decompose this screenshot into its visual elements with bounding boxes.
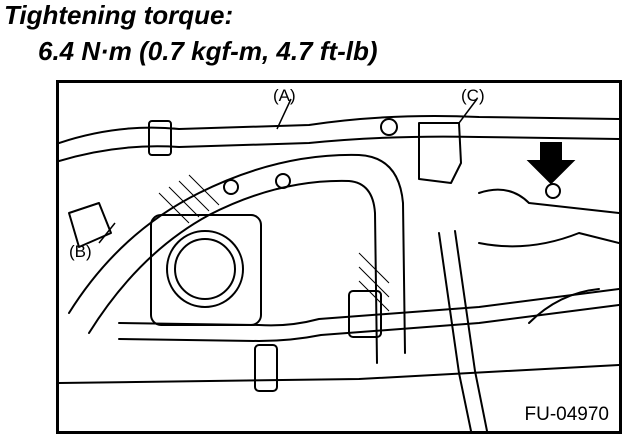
- lower-pipe-2: [118, 304, 619, 342]
- harness-mesh: [158, 174, 390, 312]
- bolt-left-1: [223, 179, 239, 195]
- harness-connector: [254, 344, 278, 392]
- corrugated-hose-edge: [454, 230, 488, 431]
- figure-id: FU-04970: [522, 404, 611, 425]
- connector-bracket-c: [418, 122, 462, 184]
- bracket-b: [68, 202, 112, 248]
- lower-pipe-1: [118, 288, 619, 327]
- side-connector: [348, 290, 382, 338]
- leader-a: [276, 98, 292, 130]
- down-arrow: [526, 142, 576, 185]
- right-tube-2: [478, 232, 619, 248]
- engine-illustration-frame: (A) (C) (B) FU-04970: [56, 80, 622, 434]
- upper-pipe-lower-edge: [59, 135, 619, 162]
- corrugated-hose: [438, 232, 472, 431]
- callout-c: (C): [461, 86, 485, 105]
- right-tube-1: [478, 188, 619, 214]
- upper-pipe: [59, 115, 619, 144]
- leader-c: [458, 98, 478, 124]
- main-harness: [68, 153, 406, 354]
- callout-b: (B): [69, 242, 92, 261]
- leader-b: [98, 222, 116, 244]
- callout-a: (A): [273, 86, 296, 105]
- torque-title: Tightening torque:: [4, 0, 234, 30]
- pipe-clamp: [148, 120, 172, 156]
- throttle-bore-inner: [174, 238, 236, 300]
- torque-value: 6.4 N·m (0.7 kgf-m, 4.7 ft-lb): [38, 36, 378, 66]
- main-harness-inner: [88, 179, 378, 364]
- right-hose: [528, 288, 600, 324]
- bolt-top: [380, 118, 398, 136]
- engine-illustration: [59, 98, 619, 431]
- throttle-bore: [166, 230, 244, 308]
- target-bolt: [545, 183, 561, 199]
- bolt-left-2: [275, 173, 291, 189]
- bottom-frame-line: [59, 364, 619, 384]
